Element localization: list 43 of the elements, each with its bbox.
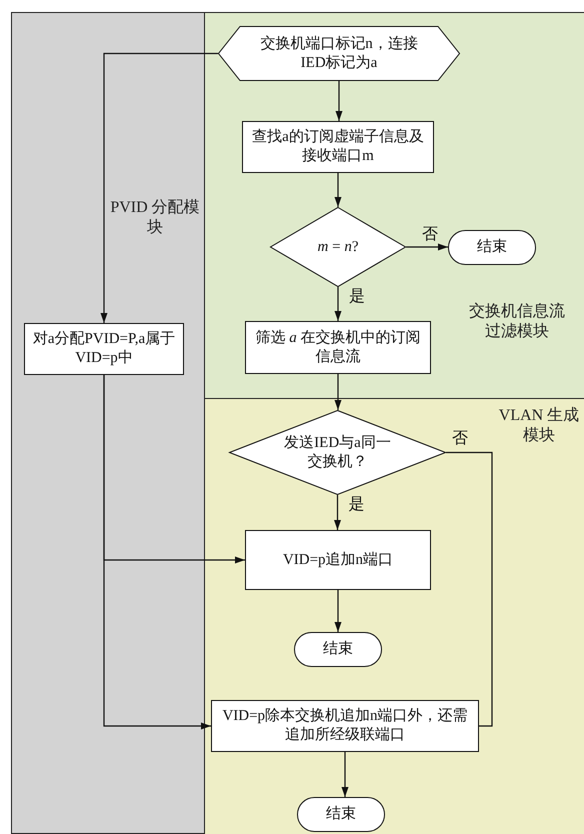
edge-label: 否 bbox=[421, 227, 439, 243]
decision-diamond bbox=[229, 410, 446, 495]
process-box bbox=[211, 700, 479, 752]
edge-label: 否 bbox=[451, 430, 469, 446]
step-text: 对a分配PVID=P,a属于VID=p中 bbox=[32, 330, 176, 368]
step-text: 发送IED与a同一交换机？ bbox=[283, 434, 392, 472]
flow-arrow bbox=[336, 81, 342, 121]
flow-arrow bbox=[100, 52, 218, 323]
connector-line bbox=[446, 452, 493, 727]
step-text: 交换机端口标记n，连接IED标记为a bbox=[259, 34, 419, 72]
edge-label: 是 bbox=[348, 289, 366, 305]
step-text: 筛选 a 在交换机中的订阅信息流 bbox=[254, 328, 422, 366]
swimlane-panel bbox=[204, 398, 584, 834]
process-box bbox=[245, 321, 431, 374]
process-box bbox=[24, 323, 184, 375]
flow-arrow bbox=[406, 244, 448, 250]
step-text: 结束 bbox=[477, 238, 507, 257]
swimlane-panel bbox=[204, 12, 584, 399]
flow-arrow bbox=[334, 495, 341, 530]
module-label: VLAN 生成模块 bbox=[498, 406, 580, 446]
flow-arrow bbox=[103, 375, 211, 730]
process-box bbox=[242, 121, 434, 173]
flow-arrow bbox=[334, 590, 342, 632]
step-text: m = n? bbox=[318, 238, 358, 256]
module-label: PVID 分配模块 bbox=[110, 198, 200, 238]
flow-arrow bbox=[334, 173, 342, 207]
step-text: 结束 bbox=[326, 805, 356, 824]
module-label: 交换机信息流过滤模块 bbox=[468, 302, 566, 342]
step-text: VID=p追加n端口 bbox=[282, 550, 394, 570]
flow-arrow bbox=[334, 287, 342, 321]
decision-diamond bbox=[270, 207, 406, 287]
edge-label: 是 bbox=[348, 497, 366, 513]
start-hexagon bbox=[218, 26, 460, 81]
flow-arrow bbox=[342, 752, 348, 797]
flow-arrow bbox=[334, 374, 342, 410]
process-box bbox=[245, 530, 431, 590]
step-text: 结束 bbox=[323, 640, 353, 659]
end-terminal bbox=[297, 797, 385, 832]
end-terminal bbox=[448, 230, 536, 265]
swimlane-panel bbox=[11, 12, 205, 834]
step-text: 查找a的订阅虚端子信息及接收端口m bbox=[251, 128, 425, 166]
step-text: VID=p除本交换机追加n端口外，还需追加所经级联端口 bbox=[221, 707, 469, 745]
end-terminal bbox=[294, 632, 382, 667]
